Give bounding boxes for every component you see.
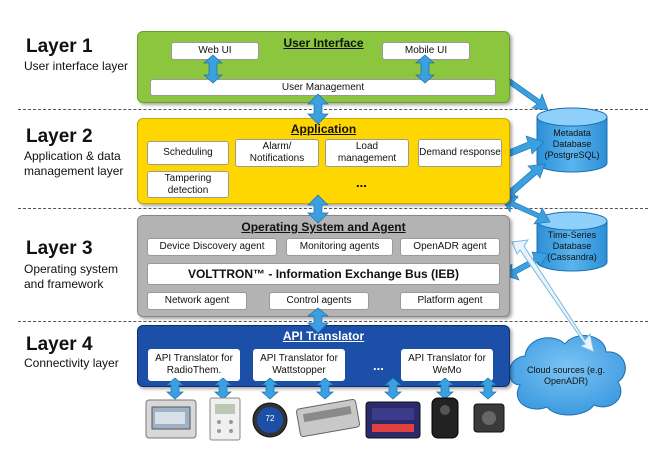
operating-system-title: Operating System and Agent <box>241 220 406 234</box>
device-discovery-agent-box: Device Discovery agent <box>147 238 277 256</box>
layer-1-title: Layer 1 <box>26 36 93 57</box>
monitoring-agents-box: Monitoring agents <box>286 238 393 256</box>
demand-response-box: Demand response <box>418 139 502 167</box>
metadata-database-label: Metadata Database (PostgreSQL) <box>544 128 600 160</box>
cloud-sources-label: Cloud sources (e.g. OpenADR) <box>526 365 606 386</box>
metadata-database-cylinder <box>536 107 608 173</box>
volttron-ieb-box: VOLTTRON™ - Information Exchange Bus (IE… <box>147 263 500 285</box>
layer-1-subtitle: User interface layer <box>24 59 129 73</box>
layer-3-subtitle: Operating system and framework <box>24 262 119 291</box>
layer-divider <box>18 208 648 209</box>
layer-divider <box>18 109 648 110</box>
layer-4-subtitle: Connectivity layer <box>24 356 119 370</box>
network-agent-box: Network agent <box>147 292 247 310</box>
user-management-box: User Management <box>150 79 496 96</box>
alarm-notifications-box: Alarm/ Notifications <box>235 139 319 167</box>
api-translator-ellipsis: ... <box>373 358 384 373</box>
timeseries-database-cylinder <box>536 211 608 272</box>
api-translator-wattstopper-box: API Translator for Wattstopper <box>253 349 345 381</box>
tampering-detection-box: Tampering detection <box>147 171 229 198</box>
cloud-arrow <box>511 239 595 353</box>
application-title: Application <box>290 122 357 136</box>
operating-system-panel: Operating System and Agent Device Discov… <box>137 215 510 317</box>
cloud-sources-shape <box>508 335 626 416</box>
openadr-agent-box: OpenADR agent <box>400 238 500 256</box>
application-panel: Application Scheduling Alarm/ Notificati… <box>137 118 510 204</box>
timeseries-database-label: Time-Series Database (Cassandra) <box>547 230 597 262</box>
application-ellipsis: ... <box>356 175 367 190</box>
platform-agent-box: Platform agent <box>400 292 500 310</box>
layer-3-title: Layer 3 <box>26 238 93 259</box>
web-ui-box: Web UI <box>171 42 259 60</box>
mobile-ui-box: Mobile UI <box>382 42 470 60</box>
api-translator-title: API Translator <box>282 329 365 343</box>
thermostat-reading: 72 <box>265 414 275 423</box>
user-interface-panel: User Interface Web UI Mobile UI User Man… <box>137 31 510 103</box>
control-agents-box: Control agents <box>269 292 369 310</box>
scheduling-box: Scheduling <box>147 141 229 165</box>
api-translator-panel: API Translator API Translator for RadioT… <box>137 325 510 387</box>
load-management-box: Load management <box>325 139 409 167</box>
layer-divider <box>18 321 648 322</box>
api-translator-wemo-box: API Translator for WeMo <box>401 349 493 381</box>
api-translator-radiotherm-box: API Translator for RadioThem. <box>148 349 240 381</box>
user-interface-title: User Interface <box>283 36 364 50</box>
layer-2-title: Layer 2 <box>26 126 93 147</box>
layer-2-subtitle: Application & data management layer <box>24 149 124 178</box>
layer-4-title: Layer 4 <box>26 334 93 355</box>
